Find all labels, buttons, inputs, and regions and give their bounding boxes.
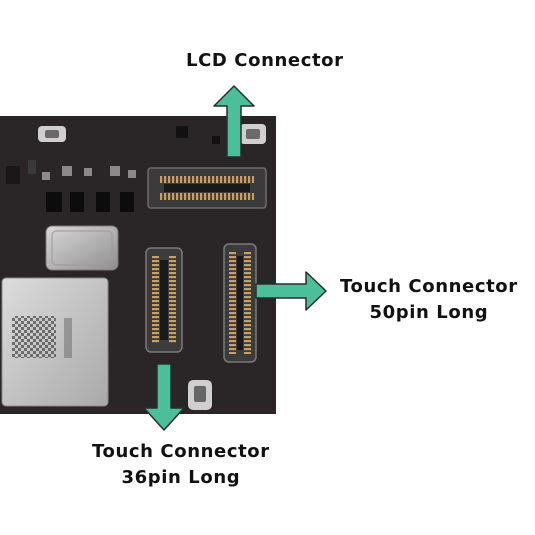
pcb-components: [1, 124, 266, 410]
touch-36pin-label-line2: 36pin Long: [121, 467, 241, 488]
touch-50pin-label-line1: Touch Connector: [340, 276, 518, 297]
lcd-connector: [147, 167, 267, 209]
lcd-connector-label: LCD Connector: [186, 48, 344, 74]
lcd-connector-label-text: LCD Connector: [186, 50, 344, 71]
arrow-down-icon: [143, 363, 185, 431]
touch-50pin-label: Touch Connector 50pin Long: [340, 274, 518, 326]
arrow-up-icon: [213, 85, 255, 158]
touch-36pin-label-line1: Touch Connector: [92, 441, 270, 462]
arrow-right-icon: [255, 271, 327, 311]
touch-50pin-label-line2: 50pin Long: [369, 302, 489, 323]
touch-36pin-label: Touch Connector 36pin Long: [92, 439, 270, 491]
touch-connector-36pin: [145, 247, 183, 353]
touch-connector-50pin: [223, 243, 257, 363]
